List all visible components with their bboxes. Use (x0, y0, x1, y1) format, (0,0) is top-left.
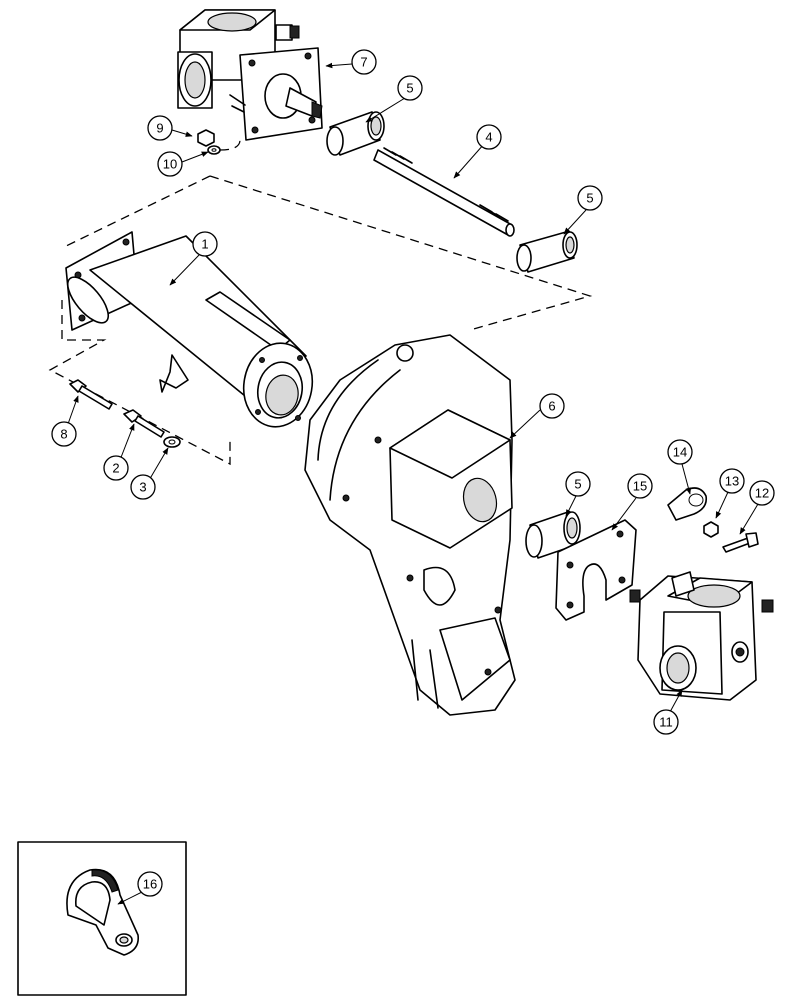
callout-1: 1 (192, 231, 218, 257)
svg-text:8: 8 (60, 427, 67, 442)
washer-3 (163, 436, 181, 448)
svg-text:6: 6 (548, 399, 555, 414)
svg-text:10: 10 (163, 157, 177, 172)
svg-text:3: 3 (139, 480, 146, 495)
svg-text:7: 7 (360, 55, 367, 70)
callout-5-lower: 5 (565, 471, 591, 497)
callout-6: 6 (539, 393, 565, 419)
nut-13 (703, 521, 719, 538)
callout-5-top: 5 (397, 75, 423, 101)
callout-14: 14 (667, 439, 693, 465)
support-tube (65, 231, 314, 428)
svg-text:15: 15 (633, 479, 647, 494)
coupler-lower (525, 511, 581, 559)
callout-9: 9 (147, 115, 173, 141)
bolt-12 (722, 532, 759, 553)
drive-shaft (373, 147, 515, 237)
callout-12: 12 (749, 480, 775, 506)
lower-gearbox (629, 571, 774, 701)
mounting-plate (555, 519, 637, 621)
svg-text:12: 12 (755, 486, 769, 501)
svg-text:16: 16 (143, 877, 157, 892)
callout-5-right: 5 (577, 185, 603, 211)
callout-15: 15 (627, 473, 653, 499)
svg-text:4: 4 (485, 130, 492, 145)
svg-text:9: 9 (156, 121, 163, 136)
svg-text:2: 2 (112, 461, 119, 476)
svg-text:11: 11 (659, 715, 673, 730)
inset-frame (17, 841, 187, 996)
callout-16: 16 (137, 871, 163, 897)
callout-13: 13 (719, 468, 745, 494)
main-gearcase (304, 334, 516, 716)
coupler-right (516, 231, 578, 273)
coupler-top (326, 111, 385, 156)
svg-text:5: 5 (406, 81, 413, 96)
nut-and-washer (197, 129, 241, 155)
callout-10: 10 (157, 151, 183, 177)
callout-3: 3 (130, 474, 156, 500)
callout-4: 4 (476, 124, 502, 150)
callout-7: 7 (351, 49, 377, 75)
assembly-envelope (48, 175, 593, 466)
top-gearbox (177, 9, 323, 141)
callout-11: 11 (653, 709, 679, 735)
svg-text:5: 5 (574, 477, 581, 492)
bolt-2 (123, 409, 165, 438)
inset-clamp (66, 868, 140, 956)
clamp-14 (667, 487, 708, 521)
bolt-8 (69, 379, 113, 410)
svg-text:5: 5 (586, 191, 593, 206)
svg-text:1: 1 (201, 237, 208, 252)
callout-8: 8 (51, 421, 77, 447)
callout-2: 2 (103, 455, 129, 481)
svg-text:13: 13 (725, 474, 739, 489)
svg-text:14: 14 (673, 445, 687, 460)
